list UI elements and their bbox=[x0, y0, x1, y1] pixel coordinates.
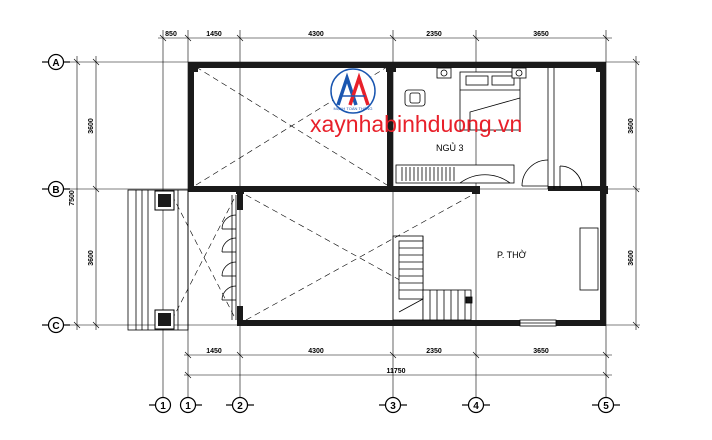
axis-col-5: 5 bbox=[603, 401, 609, 412]
void-crosses bbox=[171, 66, 473, 321]
dim-bottom-total: 11750 bbox=[386, 368, 405, 375]
column-axis-markers: 1 1 2 3 4 5 bbox=[149, 396, 620, 414]
desk-chair bbox=[404, 89, 426, 107]
row-axis-markers: A B C bbox=[42, 53, 70, 334]
dim-left-total: 7500 bbox=[69, 190, 76, 206]
balcony-columns bbox=[154, 190, 175, 330]
side-dimensions: 3600 3600 7500 3600 3600 bbox=[69, 118, 635, 266]
dimension-lines bbox=[73, 34, 640, 379]
axis-col-3: 3 bbox=[390, 401, 396, 412]
room-label-bedroom: NGỦ 3 bbox=[436, 142, 464, 153]
logo-caption: MẠNH TOÀN THẮNG bbox=[334, 106, 373, 111]
staircase bbox=[392, 235, 473, 321]
dim-left-lower: 3600 bbox=[88, 250, 95, 266]
axis-col-4: 4 bbox=[473, 401, 479, 412]
axis-row-b: B bbox=[52, 185, 59, 196]
dim-left-upper: 3600 bbox=[88, 118, 95, 134]
balcony bbox=[127, 189, 189, 331]
axis-col-2: 2 bbox=[237, 401, 243, 412]
walls bbox=[188, 62, 608, 326]
dim-top-2350: 2350 bbox=[426, 31, 442, 38]
dim-bottom-3650: 3650 bbox=[533, 348, 549, 355]
wardrobe bbox=[395, 164, 515, 184]
dim-bottom-4300: 4300 bbox=[308, 348, 324, 355]
altar-room-window bbox=[519, 319, 557, 327]
axis-col-1a: 1 bbox=[160, 401, 166, 412]
bed bbox=[436, 67, 527, 131]
company-logo: MẠNH TOÀN THẮNG bbox=[330, 68, 376, 114]
bedroom-door bbox=[521, 68, 583, 189]
dim-top-3650: 3650 bbox=[533, 31, 549, 38]
axis-row-a: A bbox=[52, 58, 59, 69]
dim-bottom-1450: 1450 bbox=[206, 348, 222, 355]
watermark-text: xaynhabinhduong.vn bbox=[310, 111, 522, 137]
room-label-altar: P. THỜ bbox=[497, 250, 527, 260]
dim-right-lower: 3600 bbox=[628, 250, 635, 266]
axis-row-c: C bbox=[52, 321, 59, 332]
altar-table bbox=[579, 227, 599, 291]
bottom-dimensions: 1450 4300 2350 3650 11750 bbox=[206, 348, 549, 375]
balcony-doors bbox=[221, 195, 237, 320]
top-dimensions: 850 1450 4300 2350 3650 bbox=[165, 31, 549, 38]
dim-top-850: 850 bbox=[165, 31, 177, 38]
dim-right-upper: 3600 bbox=[628, 118, 635, 134]
axis-col-1b: 1 bbox=[185, 401, 191, 412]
dim-top-1450: 1450 bbox=[206, 31, 222, 38]
dim-bottom-2350: 2350 bbox=[426, 348, 442, 355]
dim-top-4300: 4300 bbox=[308, 31, 324, 38]
